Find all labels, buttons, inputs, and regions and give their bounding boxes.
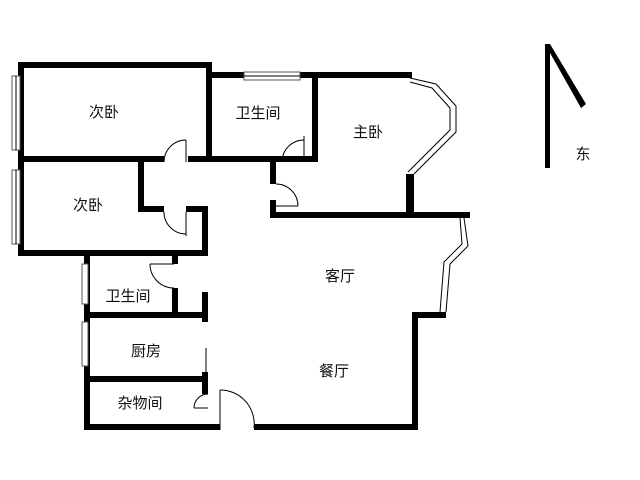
room-label-living-room: 客厅: [325, 267, 355, 285]
room-label-dining-room: 餐厅: [319, 362, 349, 380]
compass: 东: [545, 44, 591, 168]
room-label-bathroom-south: 卫生间: [105, 287, 150, 305]
room-label-bathroom-north: 卫生间: [235, 104, 280, 122]
room-label-kitchen: 厨房: [131, 342, 161, 360]
room-label-secondary-bedroom-south: 次卧: [73, 196, 103, 214]
north-arrow-icon: [545, 44, 586, 168]
doors: [149, 136, 305, 430]
room-labels: 次卧 次卧 卫生间 主卧 卫生间 客厅 厨房 餐厅 杂物间: [73, 103, 383, 412]
windows: [11, 71, 301, 367]
room-label-secondary-bedroom-north: 次卧: [89, 103, 119, 121]
compass-label: 东: [575, 145, 590, 163]
room-label-storage-room: 杂物间: [117, 394, 162, 412]
bay-windows: [407, 77, 469, 313]
room-label-master-bedroom: 主卧: [353, 123, 383, 141]
